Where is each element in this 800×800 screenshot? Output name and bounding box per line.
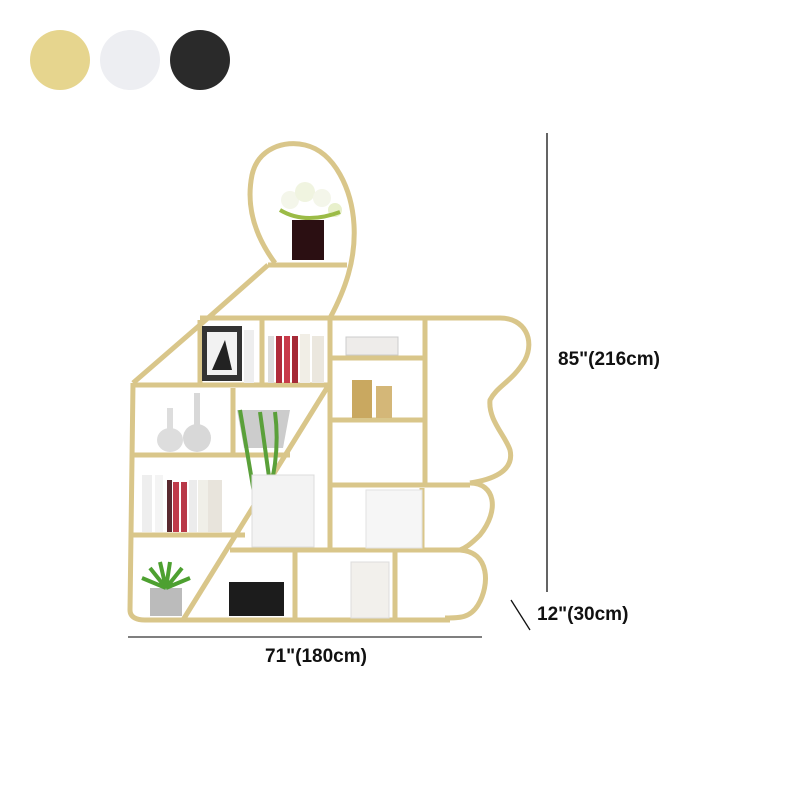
ceramic-vases [157, 393, 211, 452]
color-swatch-black[interactable] [170, 30, 230, 90]
books-bottom [350, 561, 390, 619]
color-swatch-white[interactable] [100, 30, 160, 90]
depth-dimension-line [510, 599, 531, 631]
stacked-books [345, 336, 399, 356]
picture-frame [202, 326, 242, 381]
acrylic-box [251, 474, 315, 548]
width-dimension-label: 71"(180cm) [265, 646, 367, 667]
gold-vases [352, 380, 392, 418]
depth-dimension-label: 12"(30cm) [537, 604, 629, 625]
books-top [244, 330, 324, 383]
black-box [229, 582, 284, 616]
color-swatch-gold[interactable] [30, 30, 90, 90]
books-middle [142, 475, 222, 532]
height-dimension-label: 85"(216cm) [558, 349, 660, 370]
potted-plant [141, 561, 191, 616]
flower-vase [278, 182, 342, 260]
acrylic-box-lower [365, 489, 423, 549]
